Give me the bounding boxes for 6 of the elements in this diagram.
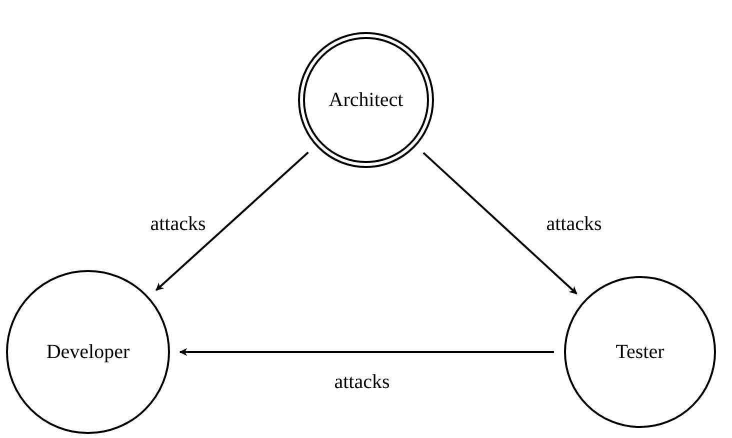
arrow xyxy=(422,152,578,295)
node-label: Tester xyxy=(616,340,664,365)
node-label: Architect xyxy=(328,88,404,113)
arrow xyxy=(156,152,309,291)
node-label: Developer xyxy=(46,340,130,365)
arrow xyxy=(179,348,554,356)
